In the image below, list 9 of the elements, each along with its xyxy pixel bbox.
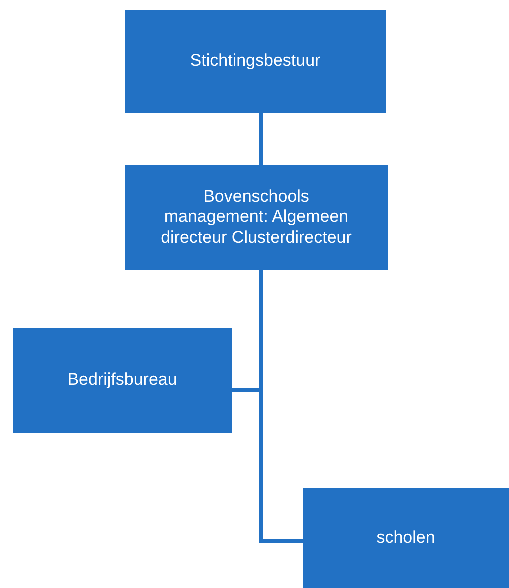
- org-box: [125, 165, 388, 270]
- org-box: [13, 328, 232, 433]
- connector-line: [259, 113, 263, 165]
- org-box: [125, 10, 386, 113]
- box-label: Bovenschools management: Algemeen directeur Clusterdirecteur: [160, 186, 353, 248]
- box-label: scholen: [376, 528, 436, 548]
- org-box: [303, 488, 509, 588]
- box-label: Stichtingsbestuur: [190, 51, 321, 72]
- box-label: Bedrijfsbureau: [68, 370, 178, 391]
